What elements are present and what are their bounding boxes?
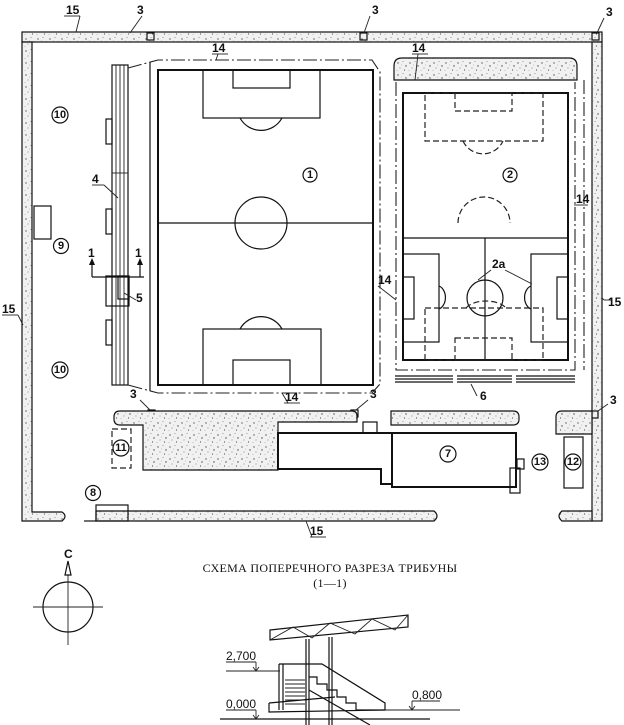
callout-lamp-4: 3: [130, 387, 137, 401]
fence-bottom-main: [95, 510, 438, 522]
callout-fence-left: 15: [2, 302, 16, 316]
building-7: [391, 432, 517, 488]
gravel-pad-right: [555, 410, 593, 435]
lamp-post-icon: [146, 32, 155, 41]
callout-mini-fields: 2а: [492, 257, 506, 271]
callout-stand-section: 5: [136, 291, 143, 305]
callout-path-4: 14: [378, 273, 392, 287]
label-training-field: 2: [507, 169, 513, 181]
label-booth: 8: [90, 487, 96, 499]
gravel-pad-centre: [390, 410, 520, 426]
parking-11: [111, 428, 132, 469]
stair-block: [105, 319, 113, 346]
stair-block: [105, 118, 113, 145]
callout-benches: 6: [480, 389, 487, 403]
label-parking: 11: [115, 442, 127, 454]
label-building: 7: [445, 448, 451, 460]
north-arrow-icon: [64, 560, 72, 576]
callout-path-5: 14: [285, 390, 299, 404]
benches: [395, 375, 575, 383]
fence-top: [21, 31, 603, 43]
label-shed: 12: [567, 456, 579, 468]
compass-north-label: С: [64, 547, 73, 561]
perimeter-fence: [21, 31, 603, 522]
stair-block: [105, 208, 113, 235]
fence-bottom-right: [558, 510, 593, 522]
gravel-pad-left: [113, 410, 358, 471]
elevation-top: 2,700: [226, 649, 256, 663]
section-mark-left: 1: [88, 246, 95, 260]
callout-lamp-6: 3: [610, 393, 617, 407]
callout-path-2: 14: [412, 41, 426, 55]
lamp-post-icon: [591, 32, 600, 41]
arrow-up-icon: [89, 258, 95, 265]
fence-left: [21, 41, 66, 522]
callout-fence-right: 15: [608, 295, 622, 309]
section-cut-marker: 1 1: [88, 246, 144, 278]
fence-right: [591, 41, 603, 522]
callout-lamp-5: 3: [370, 387, 377, 401]
label-lawn-bottom: 10: [54, 364, 66, 376]
shed-12: [563, 436, 584, 489]
label-kiosk: 9: [58, 240, 64, 252]
main-stand: [105, 64, 130, 386]
path-training-field: [395, 82, 576, 371]
callouts: 15 3 3 3 14 14 14 14 14 15 15 15 4 5 6: [2, 3, 622, 538]
main-field: [127, 59, 381, 394]
gravel-top-training: [393, 57, 578, 81]
elevation-ground: 0,000: [226, 697, 256, 711]
lower-area: [33, 205, 593, 522]
zone-labels: 1 2 7 8 9 10 10 11 13 12: [51, 106, 582, 502]
label-lawn-top: 10: [54, 109, 66, 121]
booth-8: [95, 504, 129, 522]
kiosk-9: [33, 205, 52, 240]
section-title: СХЕМА ПОПЕРЕЧНОГО РАЗРЕЗА ТРИБУНЫ: [203, 561, 458, 575]
callout-fence-bottom: 15: [310, 524, 324, 538]
label-entry: 13: [534, 456, 546, 468]
callout-path-3: 14: [576, 192, 590, 206]
callout-fence-top: 15: [66, 3, 80, 17]
stand-cross-section: 2,700 0,000 0,800: [220, 614, 460, 725]
callout-lamp-2: 3: [372, 3, 379, 17]
training-field: [393, 57, 585, 383]
section-mark-right: 1: [135, 246, 142, 260]
callout-lamp-1: 3: [137, 3, 144, 17]
arrow-up-icon: [137, 258, 143, 265]
label-main-field: 1: [307, 169, 313, 181]
lamp-post-icon: [359, 32, 368, 41]
callout-stand: 4: [92, 172, 99, 186]
elevation-platform: 0,800: [412, 688, 442, 702]
section-subtitle: (1—1): [313, 576, 347, 590]
north-compass: С: [33, 547, 103, 645]
building-west-wing: [277, 432, 393, 485]
callout-path-1: 14: [212, 41, 226, 55]
callout-lamp-3: 3: [606, 5, 613, 19]
path-main-field: [127, 59, 381, 394]
